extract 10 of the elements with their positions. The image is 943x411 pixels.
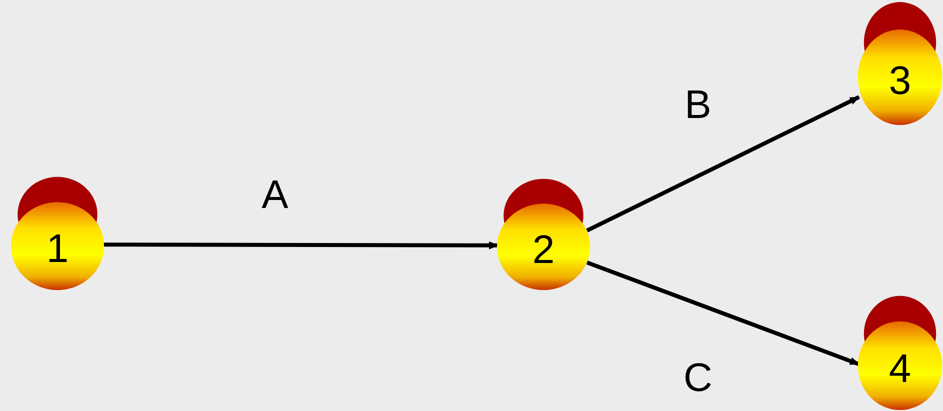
node-number: 3 [888, 60, 912, 101]
arrow [101, 241, 499, 250]
node-number: 4 [888, 348, 912, 389]
edge-label: B [684, 85, 712, 125]
node-number: 2 [532, 230, 555, 270]
arrow [586, 260, 860, 366]
arrow [586, 95, 860, 232]
node-number: 1 [46, 229, 69, 270]
edge-label: C [684, 358, 712, 398]
edge-label: A [262, 175, 288, 215]
